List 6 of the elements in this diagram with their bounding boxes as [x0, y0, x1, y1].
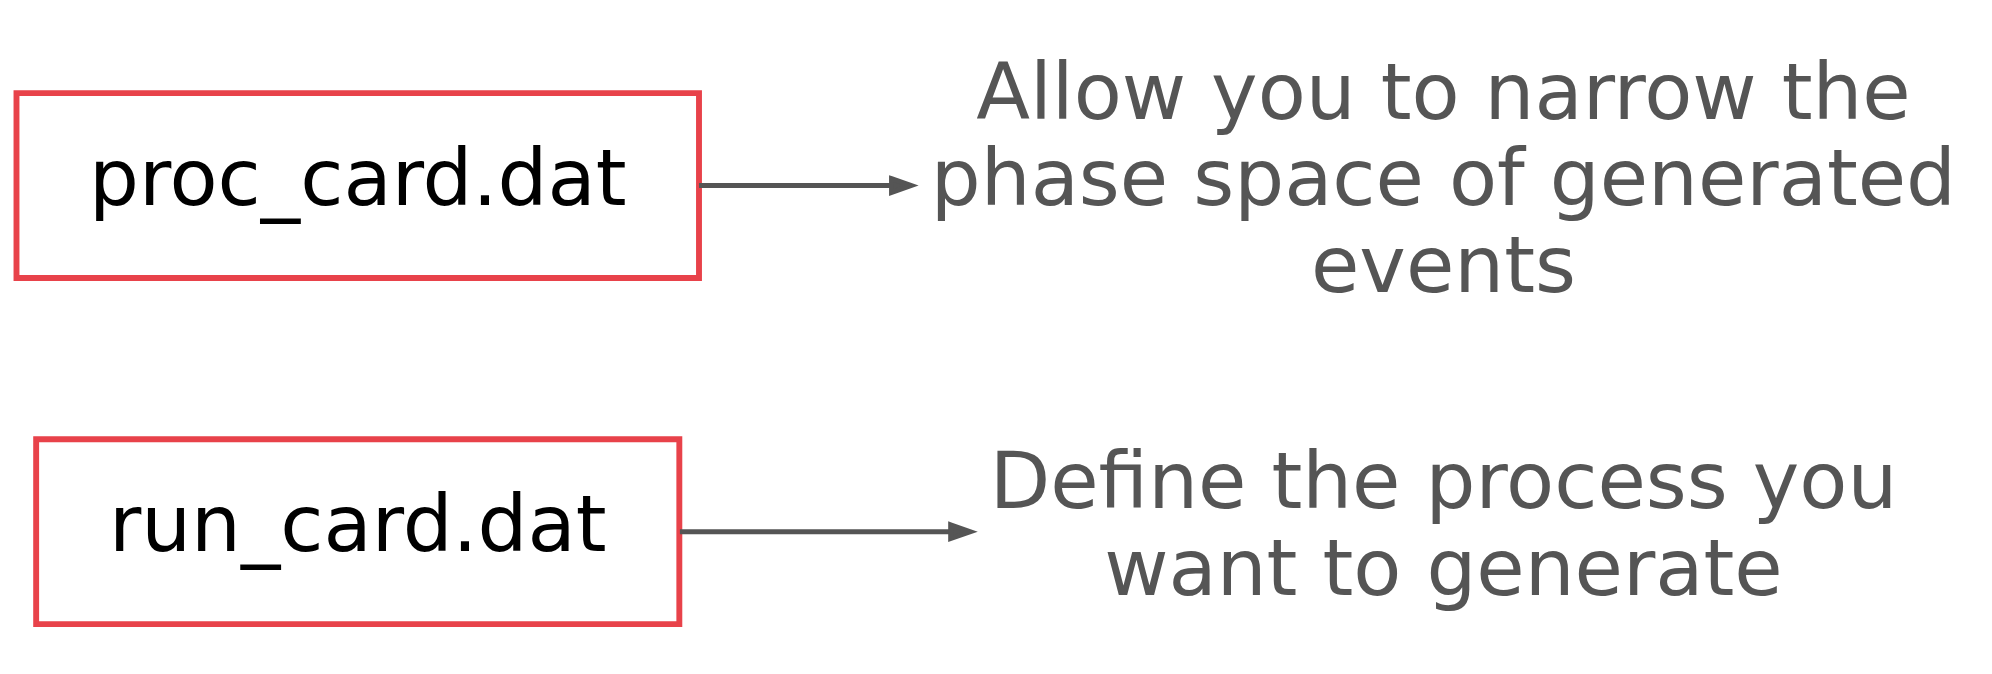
- node-box: proc_card.dat: [13, 90, 702, 281]
- node-text: Define the process you want to generate: [989, 435, 1898, 614]
- arrow: [699, 175, 919, 196]
- node-text: Allow you to narrow the phase space of generated events: [930, 45, 1957, 311]
- arrow: [679, 521, 978, 543]
- node-box: run_card.dat: [33, 436, 683, 628]
